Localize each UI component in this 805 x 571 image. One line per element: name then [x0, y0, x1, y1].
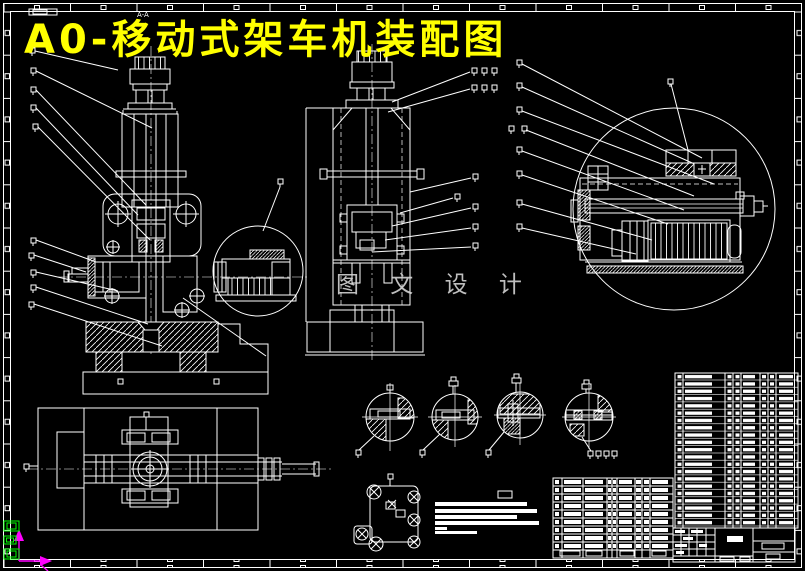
selection-grips[interactable]: [3, 520, 20, 560]
center-parts-table: [552, 477, 674, 559]
drawing-title: A0-移动式架车机装配图: [24, 17, 507, 63]
sheet-border: [3, 3, 802, 568]
side-elevation-view: [305, 44, 498, 360]
front-elevation-view: [28, 46, 308, 395]
technical-notes-bars: [435, 490, 539, 534]
watermark-text: 图 文 设 计: [336, 272, 534, 298]
front-view-detail-circle: [212, 178, 304, 317]
plate-part-view: [353, 473, 421, 552]
motor-detail-circle: [570, 78, 776, 311]
right-parts-table: [674, 372, 799, 529]
plan-view: [23, 407, 334, 531]
detail-circles: [355, 373, 618, 460]
title-block: [672, 527, 796, 563]
section-label: A-A: [137, 11, 149, 19]
